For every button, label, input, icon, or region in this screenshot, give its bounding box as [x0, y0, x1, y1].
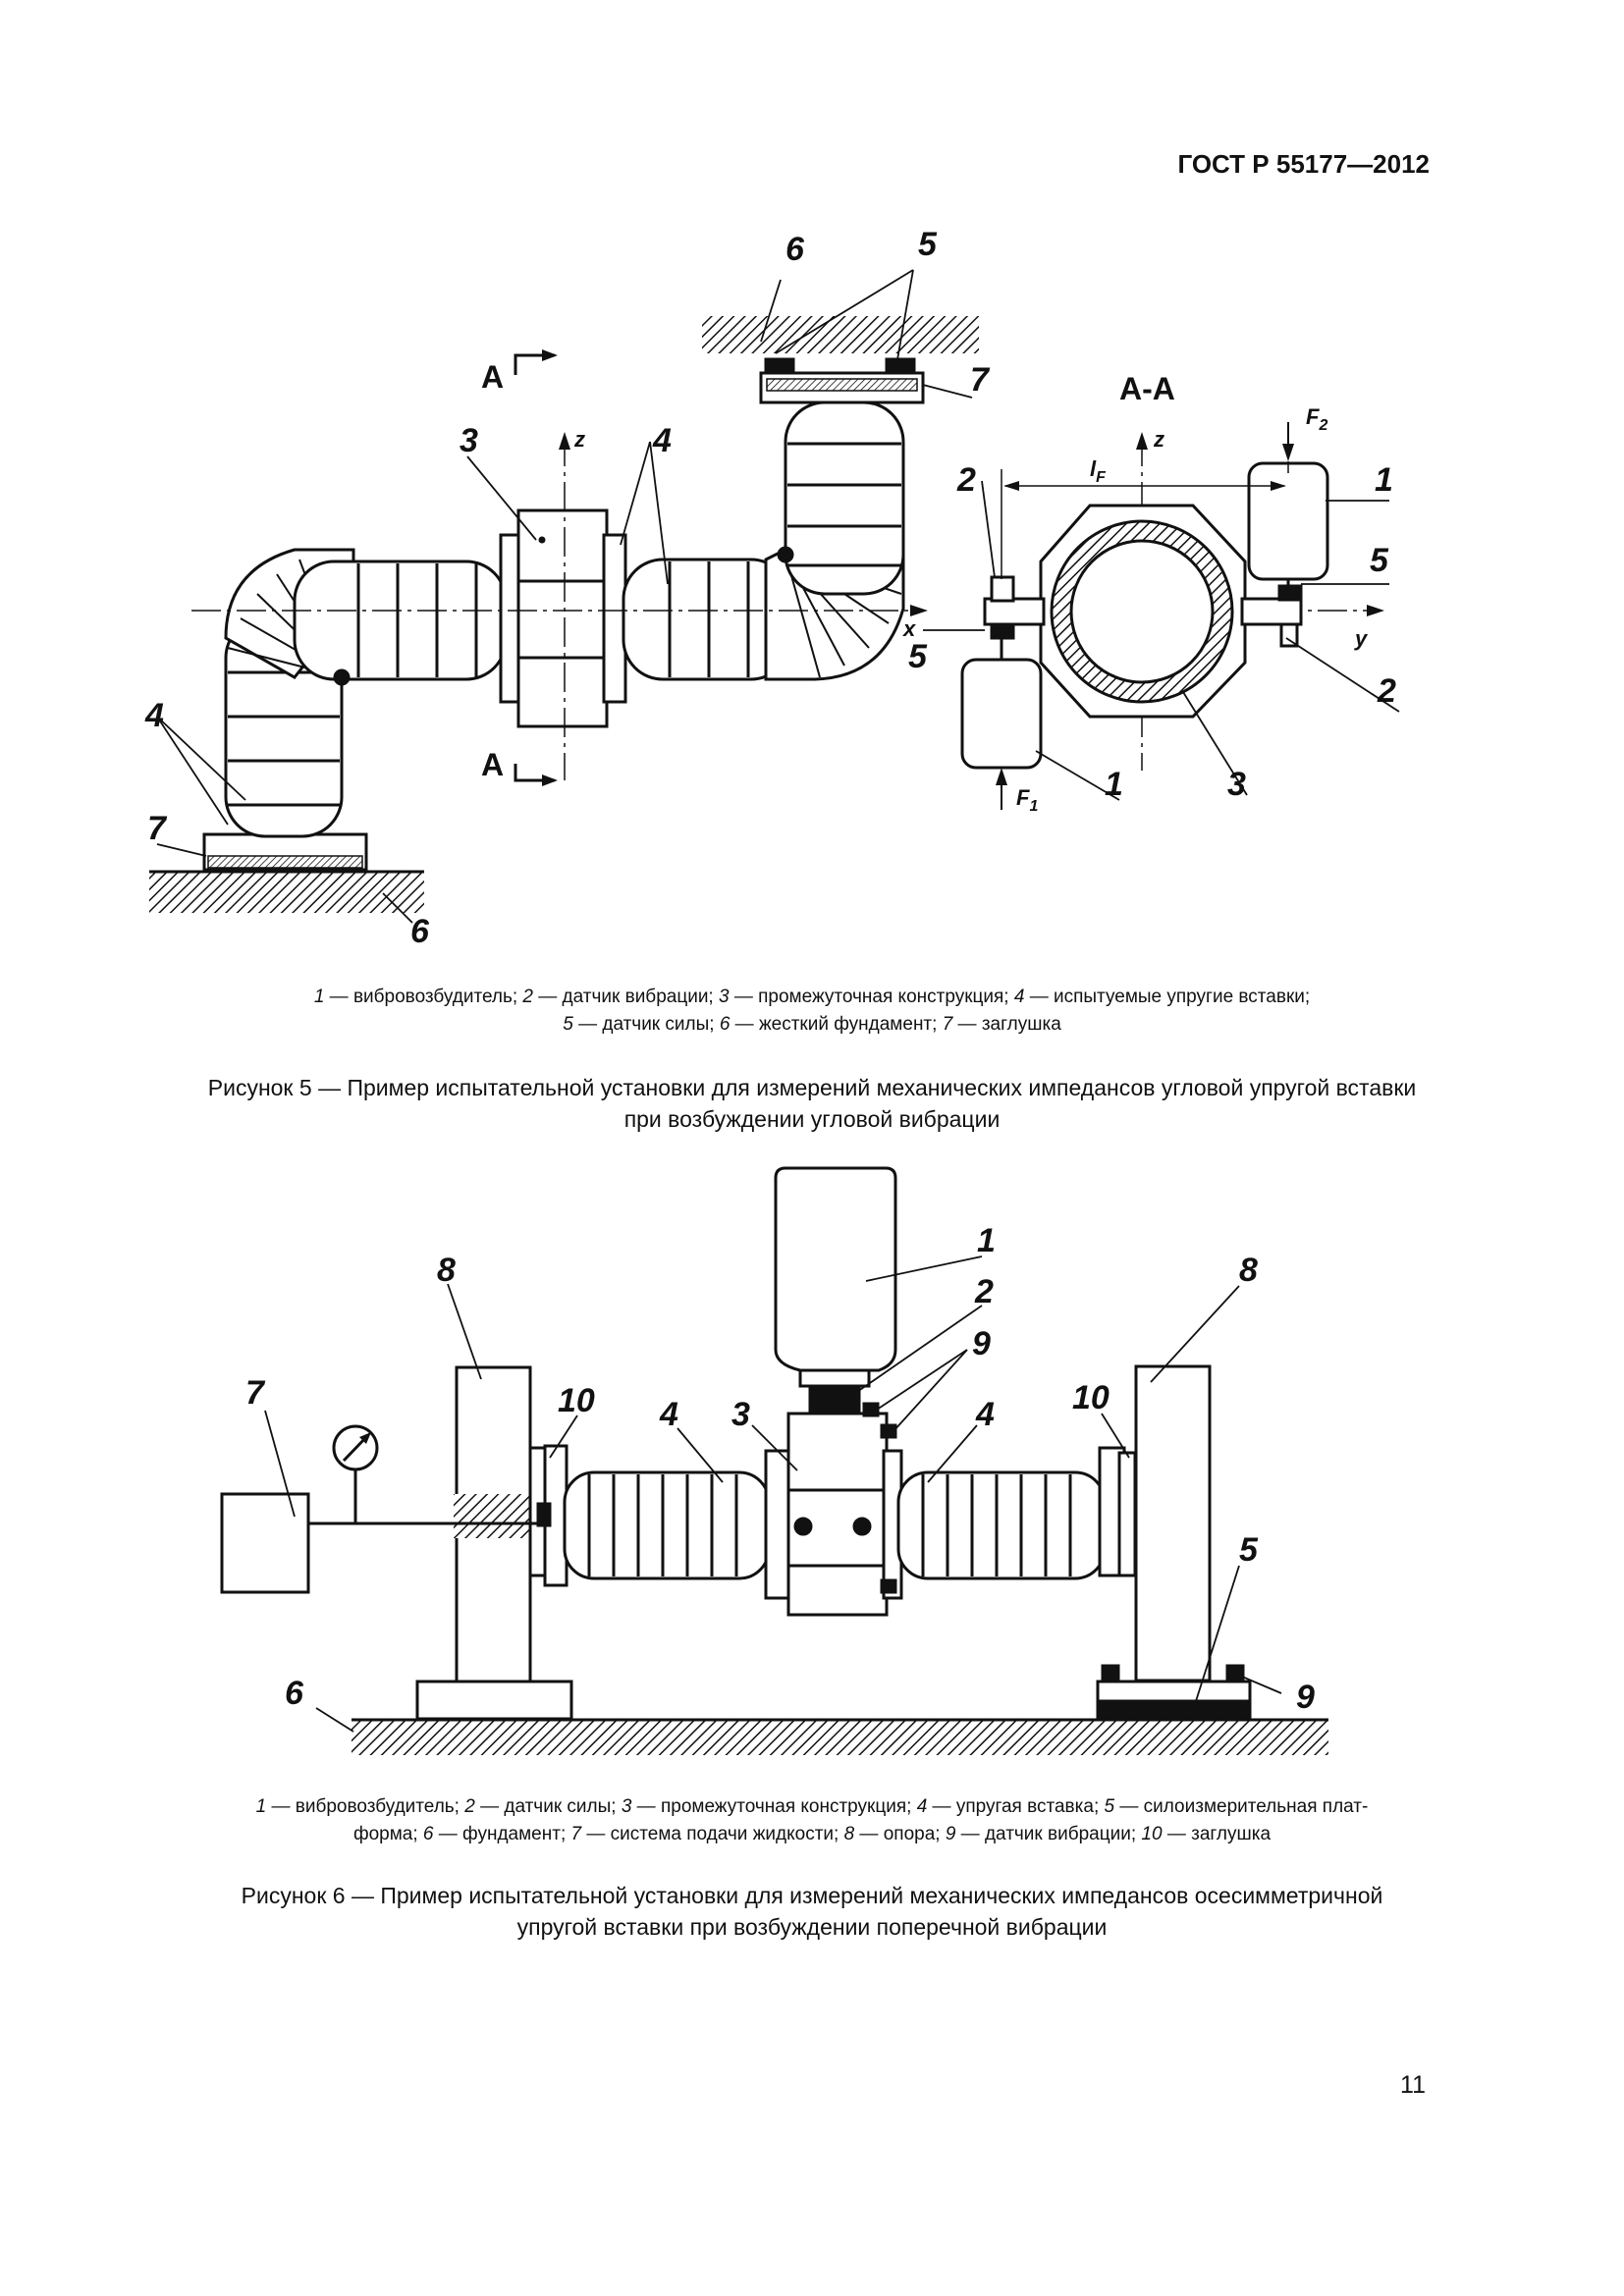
callout-10-left: 10	[558, 1382, 595, 1419]
callout-3: 3	[731, 1396, 750, 1433]
callout-10-right: 10	[1072, 1379, 1110, 1416]
caption-6-line-1: Рисунок 6 — Пример испытательной установ…	[241, 1883, 1383, 1908]
callout-8-right: 8	[1239, 1252, 1258, 1289]
callout-3: 3	[460, 422, 478, 459]
callout-2: 2	[974, 1273, 994, 1310]
foundation	[352, 1720, 1328, 1755]
callout-3-section: 3	[1227, 766, 1246, 803]
callout-5-right: 5	[1370, 542, 1389, 579]
section-aa-view	[960, 422, 1384, 810]
bellows-right-vertical	[784, 400, 905, 596]
caption-5-line-2: при возбуждении угловой вибрации	[623, 1106, 1001, 1132]
bellows-right-horizontal	[622, 558, 792, 681]
force-label-f2: F2	[1306, 404, 1327, 434]
callout-7: 7	[245, 1374, 266, 1412]
standard-header: ГОСТ Р 55177—2012	[1177, 149, 1430, 179]
section-mark-top: А	[481, 359, 504, 395]
callout-4-left: 4	[144, 697, 164, 734]
callout-8-left: 8	[437, 1252, 456, 1289]
callout-4-right: 4	[975, 1396, 995, 1433]
axis-z-left: z	[573, 427, 585, 452]
figure-5: 6 5 7 4 3 4 7 6 А А z x А-А z y lF F2 F1…	[0, 216, 1624, 967]
axis-y: y	[1354, 626, 1369, 651]
figure-5-caption: Рисунок 5 — Пример испытательной установ…	[98, 1072, 1526, 1135]
callout-4-top: 4	[652, 422, 672, 459]
caption-5-line-1: Рисунок 5 — Пример испытательной установ…	[207, 1075, 1417, 1100]
axis-z-right: z	[1153, 427, 1164, 452]
fluid-supply-system	[220, 1492, 310, 1594]
callout-5-left: 5	[908, 638, 928, 675]
dimension-label-lf: lF	[1090, 456, 1107, 486]
section-view-title: А-А	[1119, 371, 1175, 406]
callout-5-top: 5	[918, 226, 938, 263]
callout-2-right: 2	[1377, 672, 1396, 710]
right-support	[1134, 1364, 1212, 1682]
intermediate-structure-6	[764, 1402, 903, 1617]
figure-5-legend: 1 — вибровозбудитель; 2 — датчик вибраци…	[108, 984, 1516, 1039]
figure-6-legend: 1 — вибровозбудитель; 2 — датчик силы; 3…	[108, 1793, 1516, 1848]
page-number: 11	[1400, 2071, 1426, 2099]
callout-6-bottom: 6	[410, 913, 430, 950]
callout-1: 1	[977, 1222, 996, 1259]
vibration-exciter	[774, 1166, 897, 1372]
figure-6-caption: Рисунок 6 — Пример испытательной установ…	[98, 1880, 1526, 1943]
bottom-foundation	[149, 872, 424, 913]
force-sensor	[808, 1384, 861, 1415]
legend-line-1: 1 — вибровозбудитель; 2 — датчик вибраци…	[313, 987, 1311, 1007]
callout-6-top: 6	[785, 231, 805, 268]
force-label-f1: F1	[1016, 785, 1038, 815]
intermediate-structure	[499, 508, 627, 728]
bellows-left-horizontal	[293, 560, 508, 681]
axis-x: x	[902, 616, 916, 641]
callout-6: 6	[285, 1675, 304, 1712]
bellows-right	[896, 1470, 1107, 1580]
callout-1-right: 1	[1375, 461, 1393, 499]
bellows-left	[563, 1470, 771, 1580]
callout-2-left: 2	[956, 461, 976, 499]
section-mark-bottom: А	[481, 747, 504, 782]
callout-9-bottom: 9	[1296, 1679, 1315, 1716]
callout-7-bottom: 7	[147, 810, 168, 847]
callout-1-left: 1	[1105, 766, 1123, 803]
callout-9-top: 9	[972, 1325, 991, 1362]
callout-5: 5	[1239, 1531, 1259, 1569]
legend6-line-2: форма; 6 — фундамент; 7 — система подачи…	[352, 1824, 1272, 1844]
legend6-line-1: 1 — вибровозбудитель; 2 — датчик силы; 3…	[255, 1796, 1369, 1817]
callout-7-top: 7	[970, 361, 991, 399]
callout-4-left: 4	[659, 1396, 678, 1433]
figure-6: 1 2 9 8 8 7 10 10 4 3 4 5 9 6	[0, 1158, 1624, 1772]
top-foundation	[702, 316, 979, 353]
legend-line-2: 5 — датчик силы; 6 — жесткий фундамент; …	[563, 1014, 1061, 1035]
caption-6-line-2: упругой вставки при возбуждении поперечн…	[516, 1914, 1108, 1940]
